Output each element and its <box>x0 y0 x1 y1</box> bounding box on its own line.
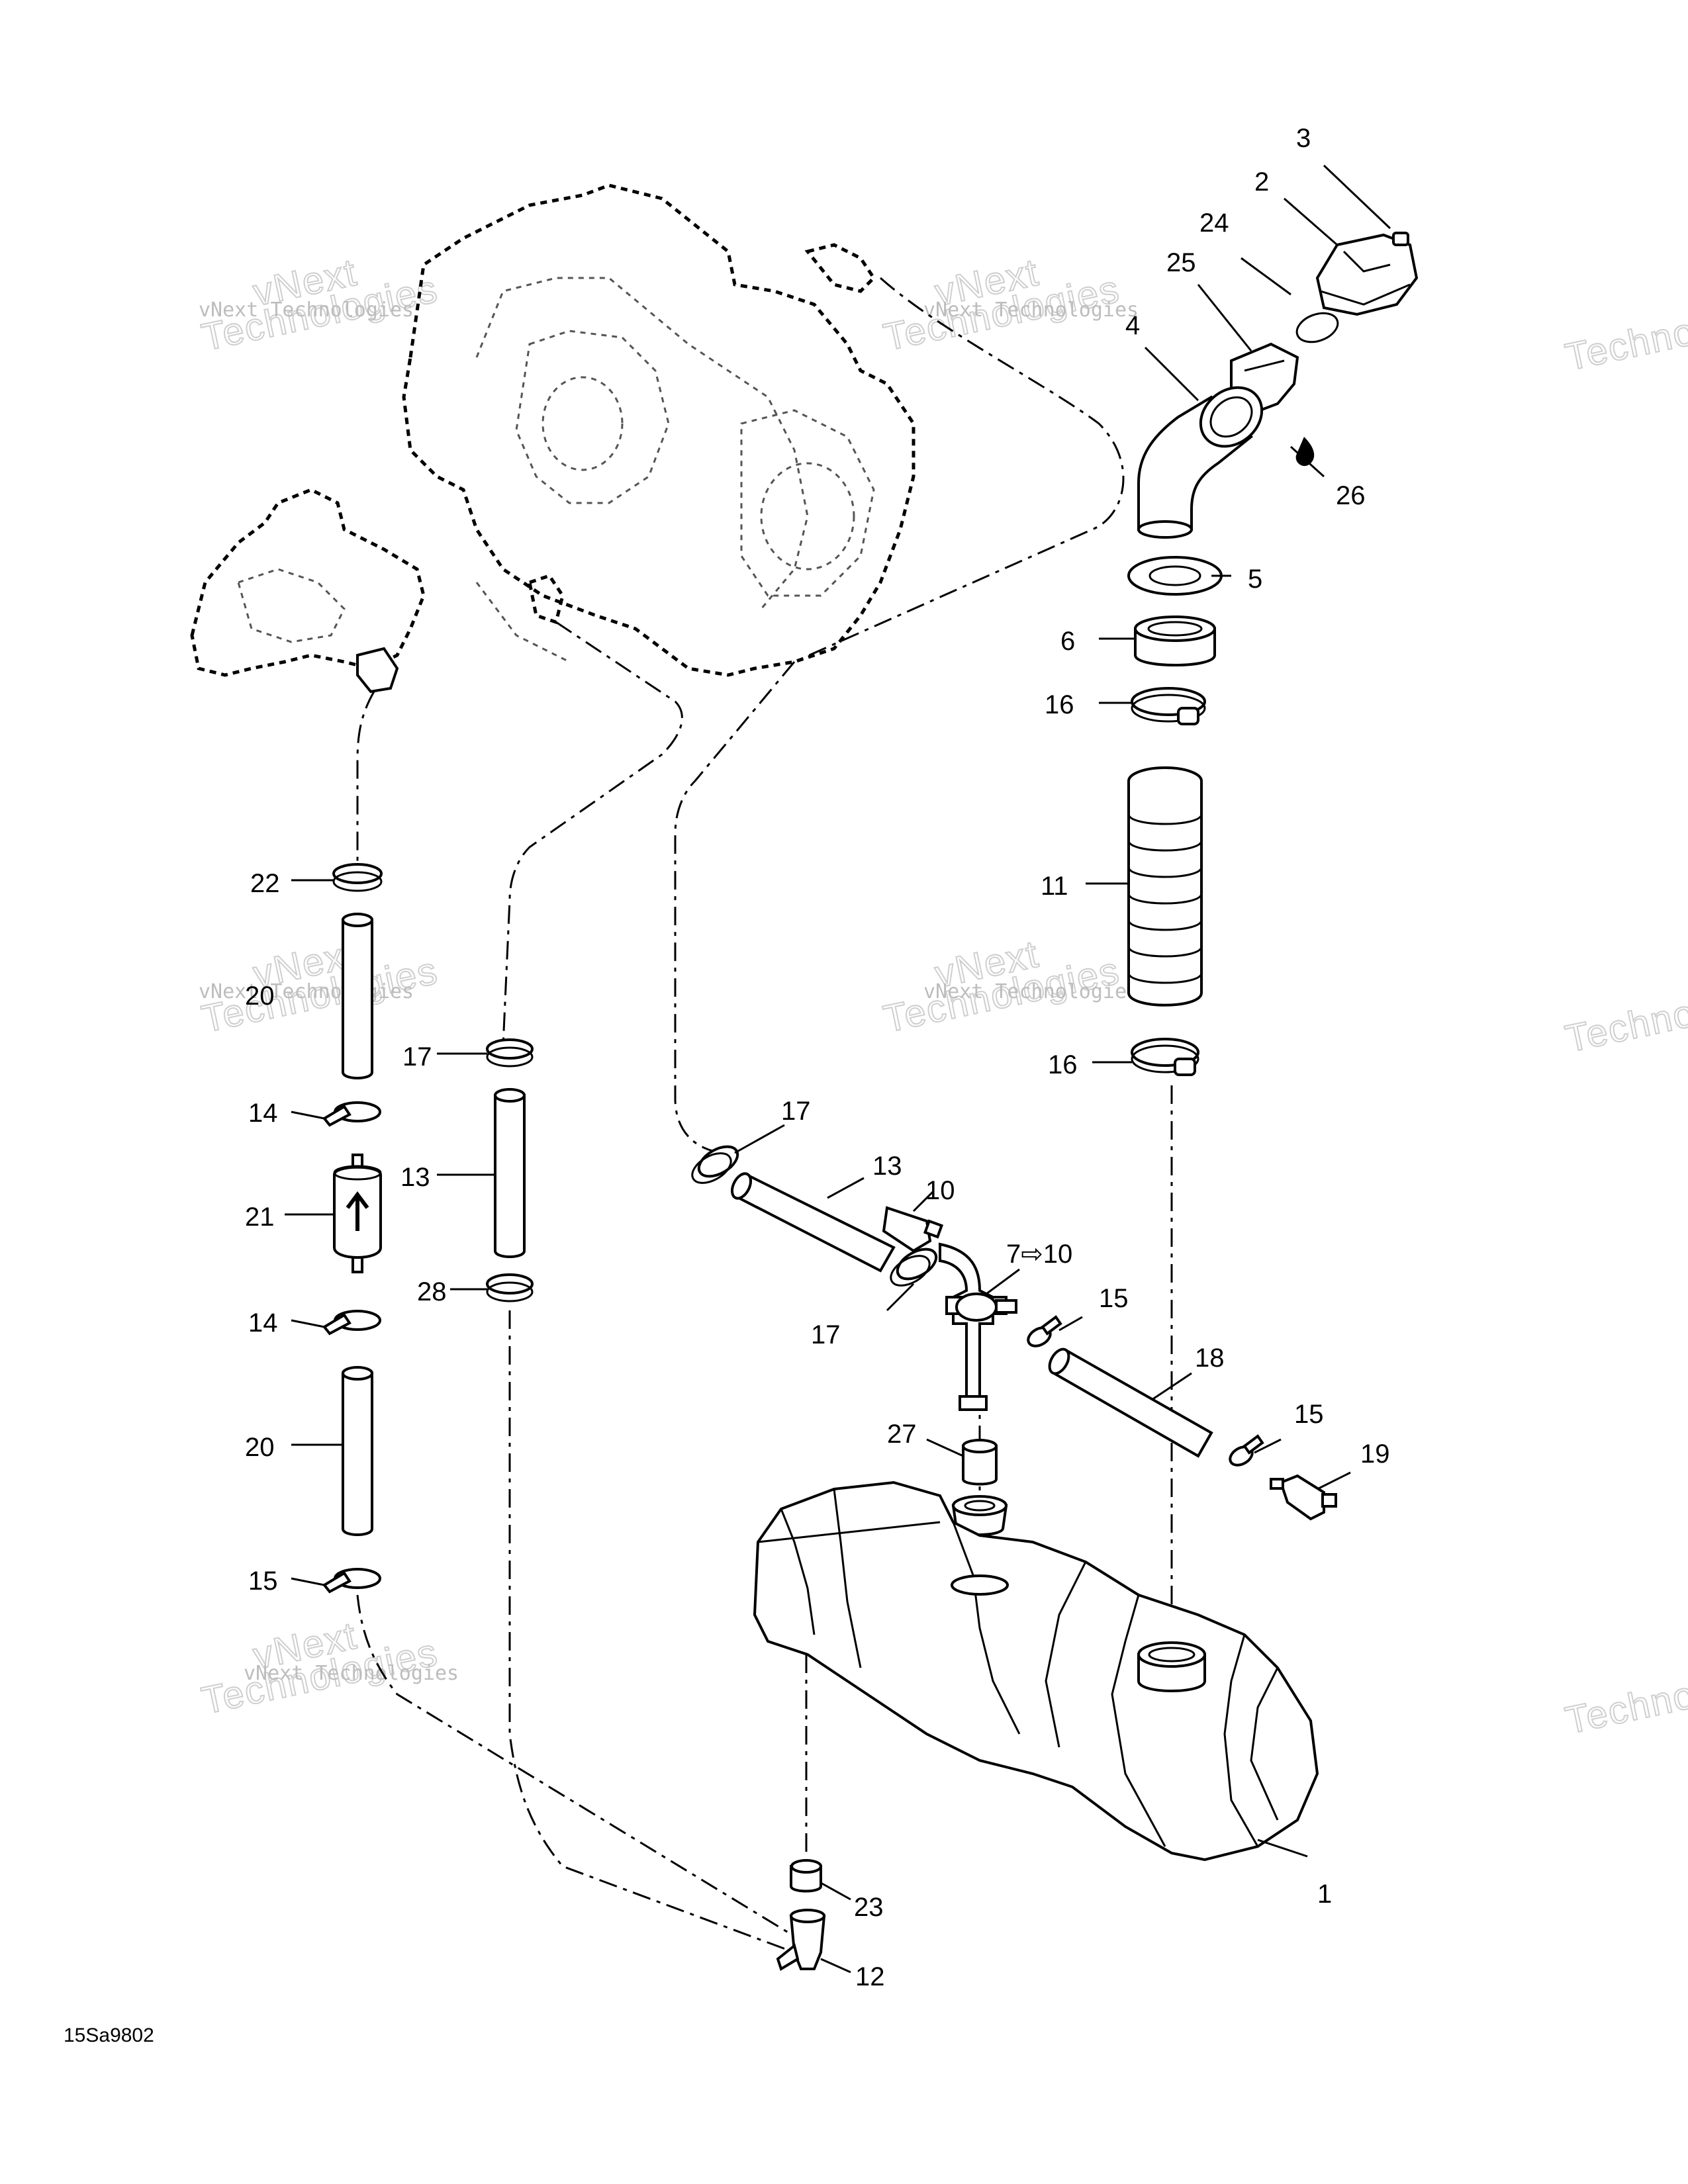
watermark: Technologies <box>1561 968 1688 1062</box>
hose-clamp-22 <box>332 863 383 892</box>
svg-text:Technologies: Technologies <box>1562 969 1688 1061</box>
svg-text:Technologies: Technologies <box>1562 1651 1688 1743</box>
fuel-hose-20-upper <box>342 913 373 1079</box>
callout-labels: 3 2 24 25 4 26 5 6 16 11 16 22 20 17 14 … <box>245 124 1390 1991</box>
callout-1: 1 <box>1317 1880 1332 1909</box>
fuel-filter[interactable] <box>333 1154 382 1273</box>
o-ring <box>1295 312 1339 343</box>
watermark: Technologies <box>1561 1650 1688 1743</box>
grommet-27-upper <box>962 1439 998 1486</box>
diagram-reference-code: 15Sa9802 <box>64 2025 154 2046</box>
watermark: Technologies <box>1561 287 1688 380</box>
watermark: Technologies vNext <box>197 932 442 1042</box>
fuel-valve-12[interactable] <box>776 1909 826 1971</box>
callout-16-lower: 16 <box>1048 1050 1078 1079</box>
clip-15-left <box>322 1568 381 1594</box>
callout-10: 10 <box>925 1176 955 1205</box>
callout-14-upper: 14 <box>248 1099 278 1128</box>
check-valve-19 <box>1270 1474 1337 1521</box>
hose-clamp-17-lower <box>890 1248 938 1287</box>
fuel-tank[interactable] <box>753 1480 1319 1862</box>
routing-lines <box>356 277 1173 1954</box>
vent-t-fitting[interactable] <box>939 1242 1017 1411</box>
callout-28: 28 <box>417 1277 447 1306</box>
callout-6: 6 <box>1060 627 1075 656</box>
callout-26: 26 <box>1336 481 1366 510</box>
hose-clamp-upper <box>1131 687 1206 725</box>
callout-12: 12 <box>855 1962 885 1991</box>
callout-17-diag: 17 <box>781 1097 811 1126</box>
watermark-text: vNext Technologies <box>199 980 414 1003</box>
callout-13-left: 13 <box>400 1163 430 1192</box>
drop-symbol <box>1295 437 1315 467</box>
callout-3: 3 <box>1296 124 1311 153</box>
callout-14-lower: 14 <box>248 1308 278 1338</box>
watermark: Technologies vNext <box>879 250 1124 360</box>
check-valve-10 <box>882 1206 944 1253</box>
callout-5: 5 <box>1248 565 1262 594</box>
watermark: Technologies vNext <box>879 932 1124 1042</box>
callout-27: 27 <box>887 1420 917 1449</box>
clip-14-lower <box>322 1310 381 1336</box>
callout-19: 19 <box>1360 1439 1390 1469</box>
clip-15-center <box>1027 1315 1062 1347</box>
watermark-text: vNext Technologies <box>199 298 414 322</box>
engine-ghost-outline <box>402 183 915 677</box>
cap-vent-plug <box>1392 232 1409 246</box>
callout-23: 23 <box>854 1893 884 1922</box>
nut <box>1134 615 1216 666</box>
callout-11: 11 <box>1041 872 1068 901</box>
callout-16-upper: 16 <box>1045 690 1074 719</box>
fuel-hose-20-lower <box>342 1366 373 1536</box>
callout-20-upper: 20 <box>245 981 275 1011</box>
hose-clamp-17-upper <box>486 1038 534 1068</box>
fuel-cap[interactable] <box>1315 233 1419 316</box>
filler-neck-elbow[interactable] <box>1137 375 1274 539</box>
callout-25: 25 <box>1166 248 1196 277</box>
callout-4: 4 <box>1125 311 1140 340</box>
callout-15-right: 15 <box>1294 1400 1324 1429</box>
leader-lines <box>285 164 1391 1974</box>
hose-clamp-28 <box>486 1273 534 1302</box>
svg-text:Technologies: Technologies <box>1562 287 1688 379</box>
clip-14-upper <box>322 1101 381 1127</box>
callout-21: 21 <box>245 1203 275 1232</box>
callout-15-left: 15 <box>248 1567 278 1596</box>
watermark-text: vNext Technologies <box>244 1662 459 1685</box>
callout-2: 2 <box>1254 167 1269 197</box>
watermark: Technologies vNext <box>197 1614 442 1723</box>
callout-24: 24 <box>1199 208 1229 238</box>
callout-17-lower: 17 <box>811 1320 841 1349</box>
bushing-23 <box>790 1859 822 1893</box>
fuel-pump-ghost-outline <box>190 488 426 694</box>
callout-20-lower: 20 <box>245 1433 275 1462</box>
callout-15-center: 15 <box>1099 1284 1129 1313</box>
vent-hose-18 <box>1048 1347 1213 1458</box>
hose-clamp-lower <box>1131 1038 1199 1076</box>
callout-22: 22 <box>250 869 280 898</box>
gasket <box>1127 556 1223 596</box>
fuel-hose-13-diag <box>730 1172 896 1273</box>
watermark-text: vNext Technologies <box>923 298 1139 322</box>
callout-13-diag: 13 <box>872 1152 902 1181</box>
callout-17-left: 17 <box>402 1042 432 1071</box>
filler-hose-bellows <box>1127 766 1203 1007</box>
fuel-hose-13-left <box>494 1088 526 1258</box>
watermark-text: vNext Technologies <box>923 980 1139 1003</box>
callout-7-to-10: 7⇨10 <box>1006 1240 1072 1269</box>
clip-15-right <box>1229 1434 1264 1467</box>
callout-18: 18 <box>1195 1343 1225 1373</box>
watermark: Technologies vNext <box>197 250 442 360</box>
